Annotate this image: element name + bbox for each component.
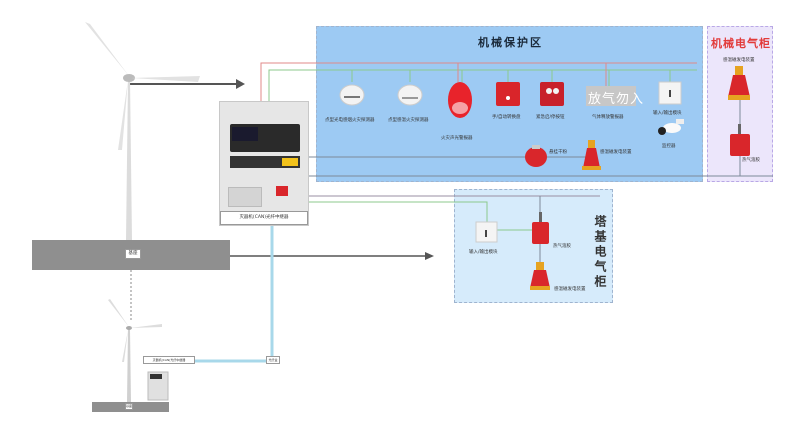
auto-manual-switch-label: 手/自动转换盘 — [492, 115, 521, 120]
photo-smoke-detector-icon — [339, 84, 365, 106]
fiber-junction-label: 光纤盒 — [266, 356, 280, 364]
remote-base-label: 基座 — [125, 403, 133, 410]
io-module-icon — [658, 81, 682, 105]
sound-light-alarm-icon — [448, 82, 472, 118]
aerosol-device-icon — [582, 140, 601, 170]
controller-label: 灭器机(CAN)光纤中继器 — [220, 211, 308, 225]
red-bus-line — [260, 62, 697, 101]
photo-smoke-label: 点型光电感烟火灾探测器 — [325, 118, 375, 123]
controller-warning-label — [282, 158, 298, 166]
controller-screen — [232, 127, 258, 141]
cabinet-heat-aerosol-icon — [730, 124, 750, 156]
gas-release-sign-icon — [586, 86, 636, 106]
cabinet-aerosol-label: 感温磁发电装置 — [723, 58, 755, 63]
sound-light-alarm-label: 火灾声光警报器 — [441, 136, 473, 141]
gas-release-sign-text: 放气勿入 — [588, 92, 645, 107]
wind-turbine-small — [108, 299, 162, 402]
mechanical-cabinet-title: 机械电气柜 — [711, 37, 771, 50]
tower-io-module-icon — [475, 221, 498, 243]
green-bus-line — [268, 69, 697, 101]
tower-heat-aerosol-label: 热气溶胶 — [553, 244, 571, 249]
emergency-button-icon — [540, 82, 564, 106]
green-line-tower — [309, 201, 488, 222]
hanging-extinguisher-icon — [525, 145, 547, 167]
emergency-button-label: 紧急启/停按钮 — [536, 115, 565, 120]
tower-cabinet-title: 塔基电气柜 — [593, 215, 607, 290]
cabinet-aerosol-icon — [728, 66, 750, 100]
tower-cabinet-zone — [454, 189, 613, 303]
auto-manual-switch-icon — [496, 82, 520, 106]
arrow-bottom-head — [425, 252, 434, 260]
remote-controller-label: 灭器机(CAN)光纤中继器 — [143, 356, 195, 364]
base-label: 基座 — [125, 249, 141, 259]
wind-turbine-large — [85, 22, 200, 240]
controller-red-button — [276, 186, 288, 196]
tower-aerosol-label: 感温磁发电装置 — [554, 287, 586, 292]
controller-printer — [228, 187, 262, 207]
io-module-label: 输入/输出模块 — [653, 111, 682, 116]
camera-icon — [658, 119, 684, 135]
tower-io-module-label: 输入/输出模块 — [469, 250, 498, 255]
arrow-top-head — [236, 79, 245, 89]
gas-release-sign-label: 气体释放警报器 — [592, 115, 624, 120]
hanging-extinguisher-label: 悬挂干粉 — [549, 150, 567, 155]
fire-controller-panel: 灭器机(CAN)光纤中继器 — [219, 101, 309, 226]
tower-aerosol-icon — [530, 262, 550, 290]
mechanical-zone-title: 机械保护区 — [478, 36, 543, 49]
tower-heat-aerosol-icon — [532, 212, 549, 244]
cabinet-heat-aerosol-label: 热气溶胶 — [742, 158, 760, 163]
heat-detector-icon — [397, 84, 423, 106]
heat-detector-label: 点型感温火灾探测器 — [388, 118, 429, 123]
aerosol-device-label: 感温磁发电装置 — [600, 150, 632, 155]
camera-label: 监控器 — [662, 144, 676, 149]
